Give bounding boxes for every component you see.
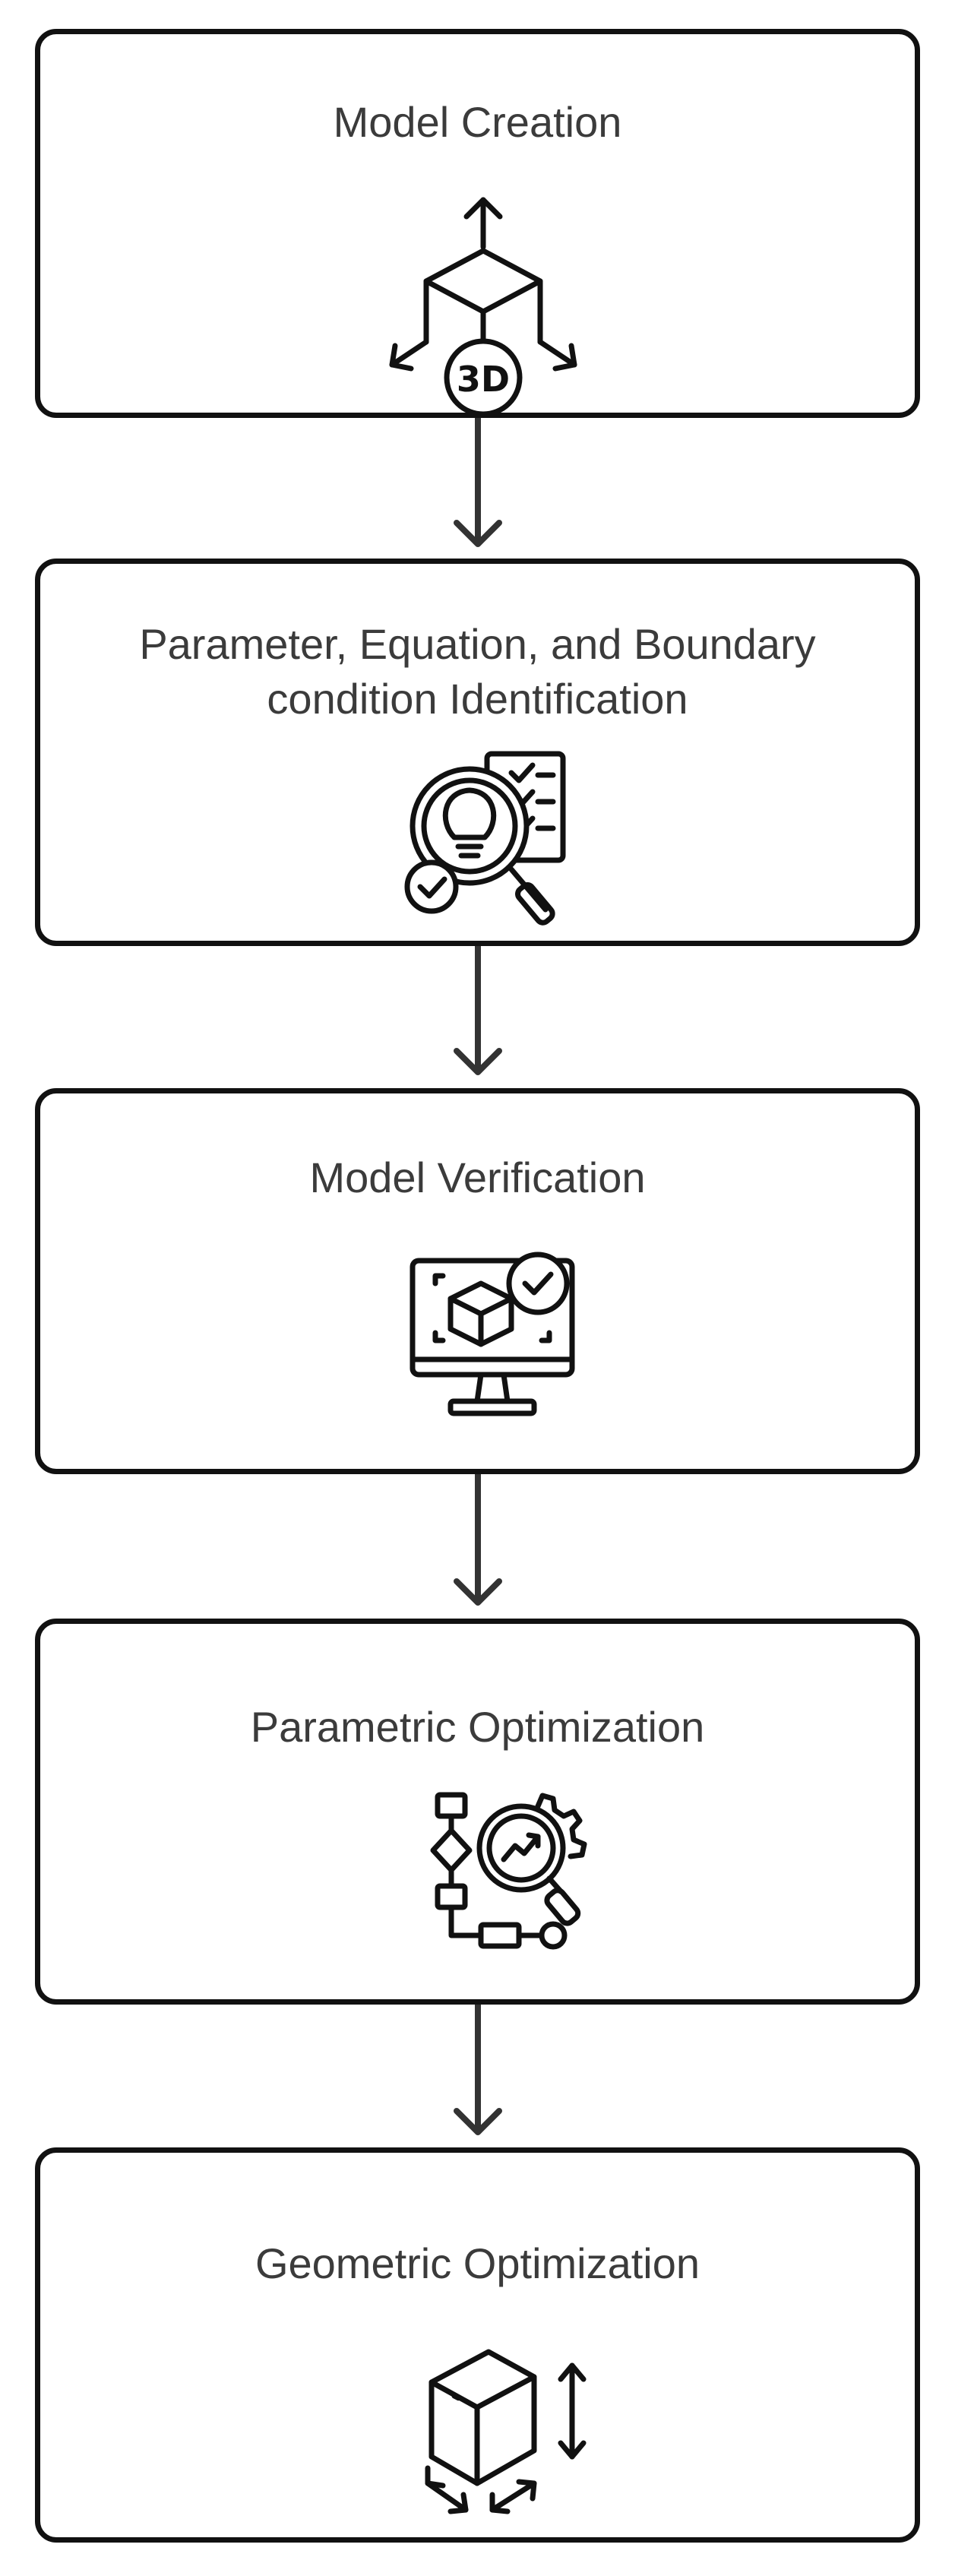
step-parameter-identification: Parameter, Equation, and Boundary condit…	[35, 559, 920, 946]
lightbulb-checklist-magnifier-icon	[397, 739, 580, 929]
step-title: Model Verification	[309, 1154, 646, 1201]
arrow-1-2-head	[454, 520, 502, 547]
step-title: Geometric Optimization	[255, 2239, 700, 2287]
svg-text:3D: 3D	[457, 359, 510, 400]
step-title: Model Creation	[333, 98, 622, 146]
step-parametric-optimization: Parametric Optimization	[35, 1619, 920, 2005]
monitor-cube-check-icon	[397, 1238, 587, 1435]
3d-cube-axes-icon: 3D	[369, 179, 597, 414]
step-model-verification: Model Verification	[35, 1088, 920, 1474]
arrow-3-4-head	[454, 1578, 502, 1606]
step-title: Parametric Optimization	[250, 1703, 705, 1751]
cube-dimensions-icon	[409, 2335, 614, 2548]
arrow-2-3-head	[454, 1048, 502, 1075]
flowchart-gear-magnifier-icon	[424, 1783, 606, 1981]
step-title-line-1: Parameter, Equation, and Boundary	[139, 620, 816, 668]
arrow-4-5-head	[454, 2108, 502, 2135]
step-geometric-optimization: Geometric Optimization	[35, 2147, 920, 2543]
step-model-creation: Model Creation 3D	[35, 29, 920, 418]
step-title-line-2: condition Identification	[267, 675, 688, 723]
